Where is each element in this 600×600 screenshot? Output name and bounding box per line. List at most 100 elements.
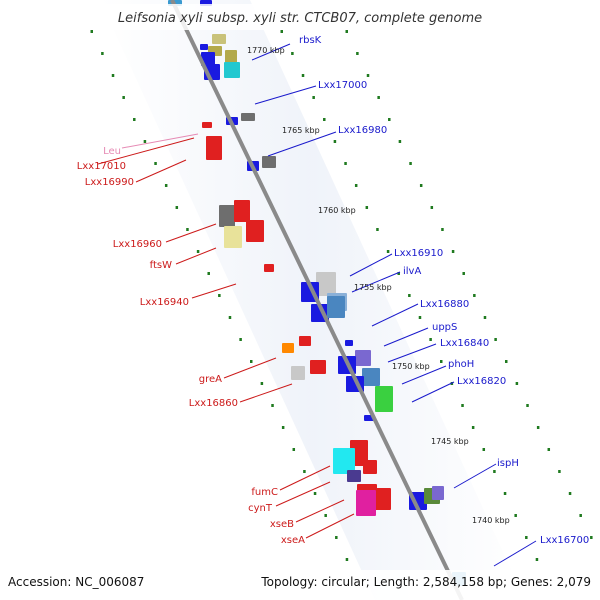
gene-block — [356, 490, 376, 516]
gene-label: Lxx16980 — [338, 125, 387, 136]
tick-mark — [186, 228, 189, 231]
gene-block — [246, 220, 264, 242]
tick-mark — [505, 360, 508, 363]
tick-mark — [218, 294, 221, 297]
gene-label: ilvA — [403, 266, 421, 277]
gene-features — [168, 0, 466, 586]
tick-mark — [101, 52, 104, 55]
tick-mark — [291, 52, 294, 55]
tick-mark — [260, 382, 264, 385]
leader-line — [295, 499, 345, 523]
leader-line — [349, 253, 393, 277]
gene-block — [225, 50, 237, 64]
leader-line — [97, 137, 195, 165]
tick-mark — [398, 140, 402, 143]
gene-block — [282, 343, 294, 353]
tick-mark — [175, 206, 179, 209]
leader-line — [239, 383, 293, 403]
tick-mark — [429, 338, 432, 341]
gene-block — [202, 122, 212, 128]
gene-block — [310, 360, 326, 374]
gene-block — [432, 486, 444, 500]
gene-block — [262, 156, 276, 168]
gene-block — [347, 470, 361, 482]
gene-block — [333, 448, 355, 474]
tick-mark — [335, 536, 338, 539]
tick-mark — [271, 404, 274, 407]
gene-labels: rbsKLxx17000Lxx16980Lxx16910ilvALxx16880… — [77, 35, 589, 546]
gene-label: cynT — [248, 503, 273, 514]
tick-mark — [418, 316, 422, 319]
gene-block — [355, 350, 371, 366]
tick-mark — [579, 514, 582, 517]
tick-mark — [345, 558, 349, 561]
gene-label: Lxx16880 — [420, 299, 469, 310]
scale-label: 1760 kbp — [318, 206, 356, 215]
tick-mark — [164, 184, 168, 187]
tick-mark — [568, 492, 572, 495]
gene-label: ispH — [497, 458, 519, 469]
tick-mark — [344, 162, 347, 165]
leader-line — [223, 357, 277, 379]
gene-label: Lxx16820 — [457, 376, 506, 387]
leader-line — [175, 247, 217, 265]
genome-summary: Topology: circular; Length: 2,584,158 bp… — [260, 575, 591, 589]
tick-mark — [90, 30, 93, 33]
tick-mark — [558, 470, 561, 473]
tick-mark — [397, 272, 400, 275]
gene-label: xseB — [270, 519, 294, 530]
label-leaders — [97, 43, 537, 567]
leader-line — [267, 131, 337, 157]
accession-text: Accession: NC_006087 — [8, 575, 144, 589]
tick-mark — [207, 272, 210, 275]
tick-mark — [388, 118, 391, 121]
gene-block — [224, 62, 240, 78]
tick-mark — [356, 52, 359, 55]
gene-label: Lxx17000 — [318, 80, 367, 91]
scale-label: 1745 kbp — [431, 437, 469, 446]
gene-label: Lxx16990 — [85, 177, 134, 188]
gene-block — [375, 386, 393, 412]
leader-line — [275, 481, 331, 507]
gene-label: fumC — [251, 487, 278, 498]
gene-label: Lxx16840 — [440, 338, 489, 349]
map-title: Leifsonia xyli subsp. xyli str. CTCB07, … — [118, 11, 482, 26]
leader-line — [135, 159, 187, 183]
tick-mark — [313, 492, 317, 495]
gene-block — [224, 226, 242, 248]
tick-mark — [440, 360, 443, 363]
gene-block — [299, 336, 311, 346]
gene-label: ftsW — [150, 260, 172, 271]
gene-block — [345, 340, 353, 346]
tick-mark — [333, 140, 337, 143]
leader-line — [351, 271, 401, 293]
leader-line — [279, 465, 331, 491]
tick-mark — [515, 382, 519, 385]
tick-mark — [514, 514, 517, 517]
gene-label: rbsK — [299, 35, 322, 46]
tick-mark — [441, 228, 444, 231]
tick-mark — [471, 426, 475, 429]
gene-block — [264, 264, 274, 272]
gene-label: xseA — [281, 535, 305, 546]
tick-mark — [461, 404, 464, 407]
tick-mark — [376, 228, 379, 231]
tick-mark — [535, 558, 539, 561]
gene-block — [206, 136, 222, 160]
tick-mark — [409, 162, 412, 165]
tick-mark — [196, 250, 200, 253]
gene-label: greA — [199, 374, 222, 385]
leader-line — [453, 463, 497, 489]
tick-mark — [312, 96, 315, 99]
tick-mark — [547, 448, 551, 451]
tick-mark — [462, 272, 465, 275]
tick-mark — [482, 448, 486, 451]
gene-label: Lxx17010 — [77, 161, 126, 172]
scale-label: 1770 kbp — [247, 46, 285, 55]
tick-mark — [292, 448, 296, 451]
gene-label: Leu — [103, 146, 121, 157]
leader-line — [251, 43, 291, 61]
backbone-line — [170, 0, 464, 600]
tick-mark — [451, 250, 455, 253]
